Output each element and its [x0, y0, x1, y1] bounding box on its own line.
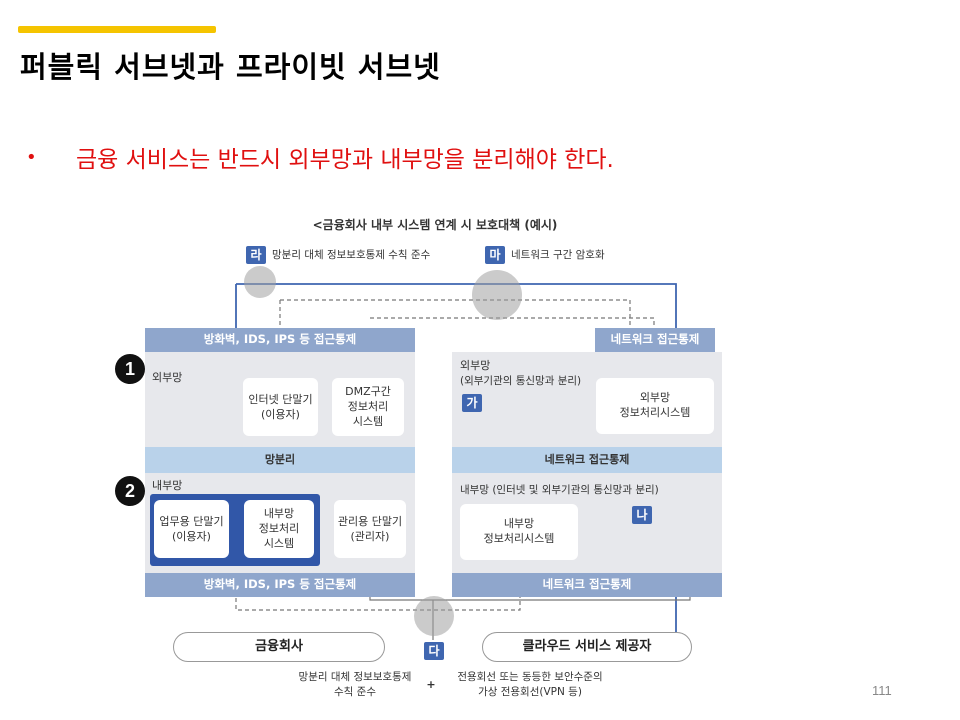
dmz-system-box: DMZ구간 정보처리 시스템: [332, 378, 404, 436]
focus-circle-top-left: [244, 266, 276, 298]
admin-terminal-line1: 관리용 단말기: [337, 515, 403, 528]
right-external-subtitle: (외부기관의 통신망과 분리): [460, 375, 582, 387]
internal-system-line2: 정보처리: [258, 522, 300, 535]
marker-2: 2: [115, 476, 145, 506]
internal-network-label: 내부망: [152, 479, 183, 492]
right-internal-system-line2: 정보처리시스템: [483, 532, 555, 545]
bottom-firewall-band: 방화벽, IDS, IPS 등 접근통제: [145, 573, 415, 597]
slide-title: 퍼블릭 서브넷과 프라이빗 서브넷: [20, 50, 441, 84]
external-system-box: 외부망 정보처리시스템: [596, 378, 714, 434]
legend-text-ra: 망분리 대체 정보보호통제 수칙 준수: [272, 249, 431, 261]
footer-plus: +: [426, 678, 436, 691]
bullet-marker: •: [26, 146, 37, 168]
internal-system-line1: 내부망: [263, 507, 295, 520]
page-number: 111: [872, 683, 892, 698]
legend-badge-ra: 라: [246, 246, 266, 264]
middle-network-control-label: 네트워크 접근통제: [544, 453, 630, 466]
right-internal-title: 내부망 (인터넷 및 외부기관의 통신망과 분리): [460, 484, 659, 496]
footer-left-line1: 망분리 대체 정보보호통제: [298, 671, 412, 683]
internal-system-box: 내부망 정보처리 시스템: [244, 500, 314, 558]
bottom-network-band: 네트워크 접근통제: [452, 573, 722, 597]
middle-network-control-band: 네트워크 접근통제: [452, 447, 722, 473]
business-terminal-line1: 업무용 단말기: [159, 515, 224, 528]
dmz-line2: 정보처리: [347, 400, 389, 413]
cloud-provider-pill: 클라우드 서비스 제공자: [482, 632, 692, 662]
dmz-line3: 시스템: [352, 415, 384, 428]
internal-system-line3: 시스템: [263, 537, 295, 550]
network-separation-label: 망분리: [264, 453, 296, 466]
external-system-line2: 정보처리시스템: [619, 406, 691, 419]
right-internal-system-line1: 내부망: [503, 517, 535, 530]
bullet-text: 금융 서비스는 반드시 외부망과 내부망을 분리해야 한다.: [76, 147, 614, 173]
dashed-route-bottom: [235, 560, 521, 611]
business-terminal-box: 업무용 단말기 (이용자): [154, 500, 229, 558]
diagram-title: <금융회사 내부 시스템 연계 시 보호대책 (예시): [312, 218, 558, 232]
network-separation-band: 망분리: [145, 447, 415, 473]
financial-company-pill: 금융회사: [173, 632, 385, 662]
internet-terminal-box: 인터넷 단말기 (이용자): [243, 378, 318, 436]
left-top-firewall-band: 방화벽, IDS, IPS 등 접근통제: [145, 328, 415, 352]
footer-right-line1: 전용회선 또는 동등한 보안수준의: [457, 671, 603, 683]
business-terminal-line2: (이용자): [172, 530, 211, 543]
title-accent-bar: [18, 26, 216, 33]
bottom-network-label: 네트워크 접근통제: [542, 577, 632, 591]
right-top-network-label: 네트워크 접근통제: [610, 332, 700, 346]
focus-circle-bottom: [414, 596, 454, 636]
right-top-network-band: 네트워크 접근통제: [595, 328, 715, 352]
dashed-route-inner: [370, 317, 655, 330]
admin-terminal-box: 관리용 단말기 (관리자): [334, 500, 406, 558]
dmz-line1: DMZ구간: [345, 385, 391, 398]
marker-1: 1: [115, 354, 145, 384]
legend-badge-ma: 마: [485, 246, 505, 264]
badge-na: 나: [632, 506, 652, 524]
internet-terminal-line2: (이용자): [261, 408, 300, 421]
badge-da: 다: [424, 642, 444, 660]
badge-ga: 가: [462, 394, 482, 412]
internet-terminal-line1: 인터넷 단말기: [248, 393, 313, 406]
focus-circle-top-center: [472, 270, 522, 320]
admin-terminal-line2: (관리자): [350, 530, 390, 543]
external-network-label: 외부망: [152, 371, 183, 384]
legend-text-ma: 네트워크 구간 암호화: [511, 249, 605, 261]
bottom-firewall-label: 방화벽, IDS, IPS 등 접근통제: [203, 577, 357, 591]
right-external-title: 외부망: [460, 359, 491, 372]
footer-right-line2: 가상 전용회선(VPN 등): [478, 686, 582, 698]
right-internal-system-box: 내부망 정보처리시스템: [460, 504, 578, 560]
left-top-firewall-label: 방화벽, IDS, IPS 등 접근통제: [203, 332, 357, 346]
external-system-line1: 외부망: [639, 391, 671, 404]
footer-left-line2: 수칙 준수: [334, 686, 376, 698]
bullet-point: • 금융 서비스는 반드시 외부망과 내부망을 분리해야 한다.: [26, 140, 614, 174]
